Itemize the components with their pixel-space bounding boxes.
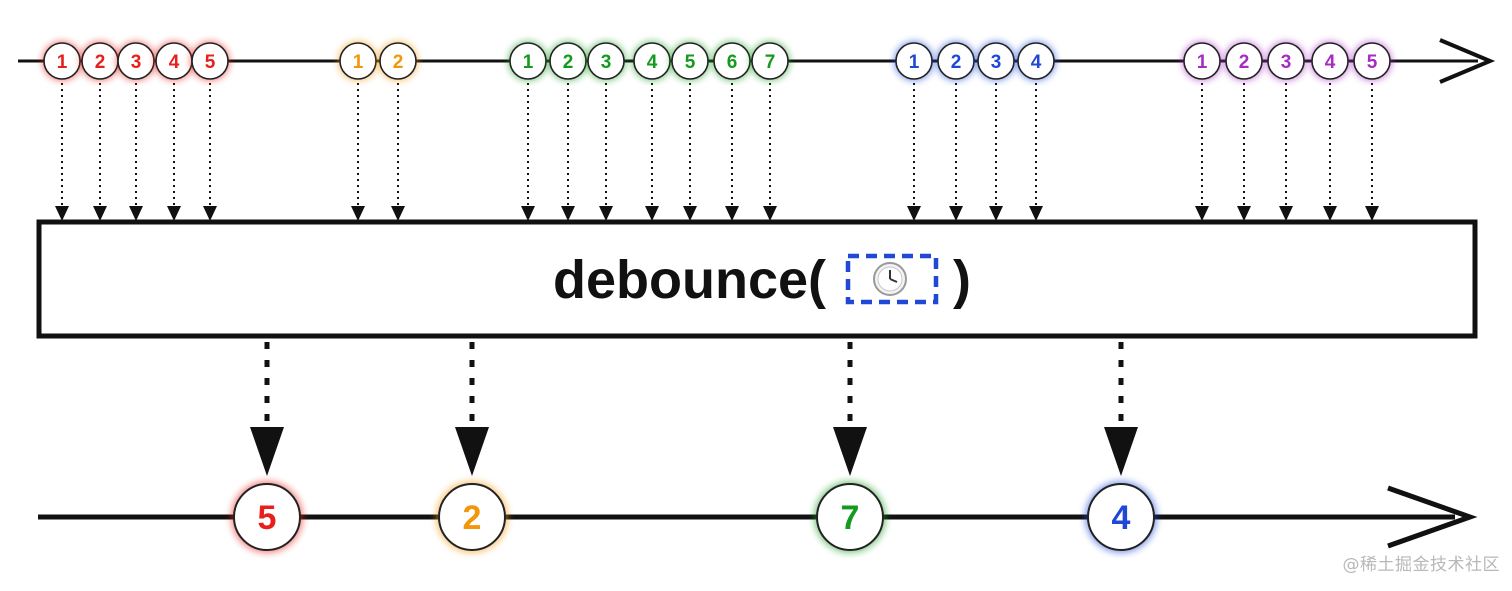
input-arrow [949,83,963,221]
output-arrows [250,342,1138,476]
input-arrows [55,83,1379,221]
input-arrow [683,83,697,221]
input-marble-label: 6 [727,52,738,73]
output-marble-green-7: 7 [814,481,886,553]
input-marble-purple-4: 4 [1310,41,1350,81]
input-marble-label: 1 [909,52,920,73]
input-marble-green-5: 5 [670,41,710,81]
input-arrow [1279,83,1293,221]
input-marble-label: 3 [991,52,1002,73]
input-marble-label: 5 [1367,52,1378,73]
input-marble-purple-3: 3 [1266,41,1306,81]
input-arrow [561,83,575,221]
input-arrow [907,83,921,221]
output-arrow [250,342,284,476]
input-arrow [1029,83,1043,221]
input-marble-label: 2 [1239,52,1250,73]
input-marble-green-1: 1 [508,41,548,81]
input-marble-label: 1 [523,52,534,73]
input-marble-label: 2 [393,52,404,73]
watermark: @稀土掘金技术社区 [1342,555,1500,575]
output-marble-orange-2: 2 [436,481,508,553]
input-marble-label: 7 [765,52,776,73]
input-marble-green-6: 6 [712,41,752,81]
input-arrow [351,83,365,221]
input-marble-red-4: 4 [154,41,194,81]
input-marble-label: 2 [563,52,574,73]
input-arrow [521,83,535,221]
output-arrow [1104,342,1138,476]
input-marble-red-1: 1 [42,41,82,81]
input-marble-label: 2 [951,52,962,73]
output-marble-label: 4 [1112,499,1131,537]
output-marble-red-5: 5 [231,481,303,553]
input-arrow [1195,83,1209,221]
input-marble-red-2: 2 [80,41,120,81]
input-timeline-arrowhead [1439,38,1496,84]
input-marble-orange-1: 1 [338,41,378,81]
input-arrow [203,83,217,221]
input-marble-blue-1: 1 [894,41,934,81]
input-marble-green-4: 4 [632,41,672,81]
input-marble-label: 4 [169,52,180,73]
operator-close-paren: ) [953,250,971,310]
input-arrow [763,83,777,221]
operator-name: debounce( [553,250,826,310]
input-arrow [599,83,613,221]
input-marble-blue-3: 3 [976,41,1016,81]
output-marble-label: 2 [463,499,482,537]
input-marble-red-3: 3 [116,41,156,81]
output-arrow [833,342,867,476]
input-marble-green-2: 2 [548,41,588,81]
input-marble-label: 5 [205,52,216,73]
input-marble-orange-2: 2 [378,41,418,81]
input-marble-label: 3 [131,52,142,73]
input-marble-label: 5 [685,52,696,73]
input-marble-label: 4 [1325,52,1336,73]
input-arrow [129,83,143,221]
input-arrow [391,83,405,221]
input-arrow [725,83,739,221]
input-marble-green-3: 3 [586,41,626,81]
input-marble-label: 3 [601,52,612,73]
input-marbles: 1 2 3 4 5 1 2 1 2 3 4 5 6 7 1 2 3 4 1 2 3 4 5 [42,41,1392,81]
input-arrow [93,83,107,221]
input-arrow [1323,83,1337,221]
input-marble-label: 2 [95,52,106,73]
input-marble-label: 4 [1031,52,1042,73]
input-marble-purple-2: 2 [1224,41,1264,81]
input-marble-blue-2: 2 [936,41,976,81]
output-marble-label: 7 [841,499,860,537]
input-marble-label: 1 [1197,52,1208,73]
input-arrow [1237,83,1251,221]
input-marble-purple-5: 5 [1352,41,1392,81]
input-marble-red-5: 5 [190,41,230,81]
output-arrow [455,342,489,476]
input-marble-label: 1 [57,52,68,73]
input-marble-purple-1: 1 [1182,41,1222,81]
input-arrow [645,83,659,221]
output-timeline-arrowhead [1387,485,1478,549]
debounce-operator-box: debounce( ) [36,219,1478,339]
input-arrow [55,83,69,221]
input-marble-label: 1 [353,52,364,73]
output-marbles: 5 2 7 4 [231,481,1157,553]
output-marble-label: 5 [258,499,277,537]
clock-icon [845,253,939,305]
input-arrow [167,83,181,221]
input-marble-green-7: 7 [750,41,790,81]
input-arrow [989,83,1003,221]
input-arrow [1365,83,1379,221]
input-marble-label: 4 [647,52,658,73]
input-marble-label: 3 [1281,52,1292,73]
input-marble-blue-4: 4 [1016,41,1056,81]
output-marble-blue-4: 4 [1085,481,1157,553]
